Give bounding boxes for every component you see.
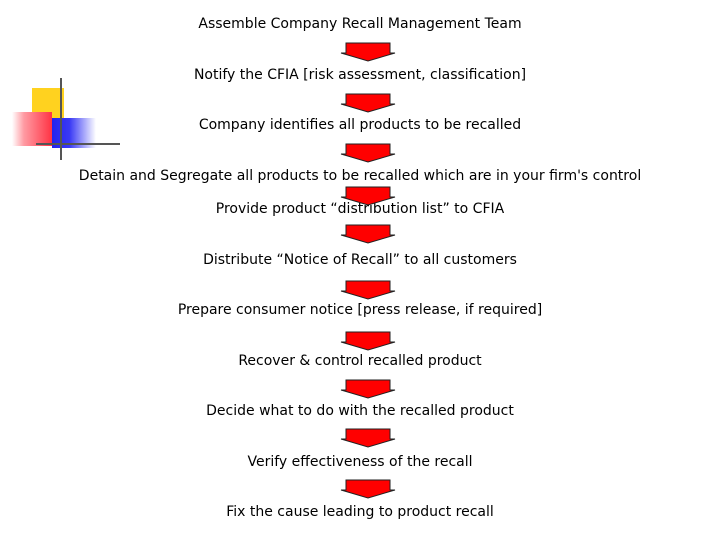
decor-vertical-line [60, 78, 62, 160]
down-arrow-icon [340, 479, 396, 499]
step-7-consumer-notice: Prepare consumer notice [press release, … [177, 302, 543, 318]
step-11-fix-cause: Fix the cause leading to product recall [226, 504, 494, 520]
step-4-detain-segregate: Detain and Segregate all products to be … [78, 168, 642, 184]
down-arrow-icon [340, 224, 396, 244]
step-3-identify-products: Company identifies all products to be re… [198, 117, 522, 133]
step-1-assemble-team: Assemble Company Recall Management Team [198, 16, 522, 32]
down-arrow-icon [340, 428, 396, 448]
down-arrow-icon [340, 331, 396, 351]
down-arrow-icon [340, 42, 396, 62]
decor-red-square [12, 112, 52, 146]
step-8-recover-product: Recover & control recalled product [238, 353, 482, 369]
down-arrow-icon [340, 280, 396, 300]
step-6-notice-of-recall: Distribute “Notice of Recall” to all cus… [203, 252, 517, 268]
step-9-decide-disposition: Decide what to do with the recalled prod… [206, 403, 514, 419]
step-10-verify-effectiveness: Verify effectiveness of the recall [247, 454, 473, 470]
step-2-notify-cfia: Notify the CFIA [risk assessment, classi… [193, 67, 527, 83]
down-arrow-icon [340, 186, 396, 206]
down-arrow-icon [340, 379, 396, 399]
down-arrow-icon [340, 93, 396, 113]
step-5-distribution-list: Provide product “distribution list” to C… [215, 201, 505, 217]
decor-horizontal-line [36, 143, 120, 145]
down-arrow-icon [340, 143, 396, 163]
